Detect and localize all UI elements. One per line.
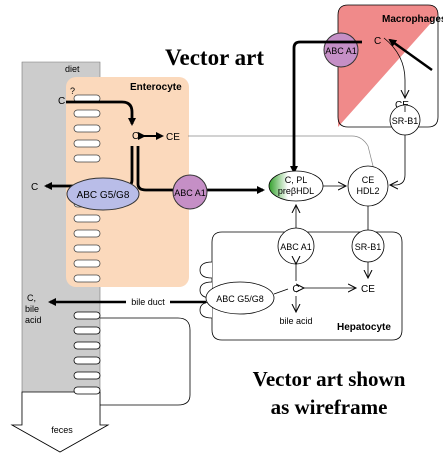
hepatocyte-abc-a1-label: ABC A1 (280, 242, 312, 252)
hepatocyte-abc-g5g8-transporter (205, 281, 275, 315)
pre-hdl-line1: C, PL (285, 175, 308, 185)
heading-wireframe-line1: Vector art shown (253, 367, 406, 391)
macrophage-c-bold-arrow (388, 38, 433, 72)
hdl2-line2: HDL2 (356, 186, 379, 196)
feces-label: feces (51, 425, 73, 435)
intestine-c-top: C (58, 96, 65, 107)
intestine-c-bile: C, (27, 293, 36, 303)
wireframe-villi (73, 311, 101, 395)
macrophage-c-to-ce-arrow (383, 37, 405, 98)
enterocyte-ce: CE (166, 132, 180, 143)
hepatocyte-sr-b1-label: SR-B1 (355, 242, 382, 252)
hepatocyte-ce: CE (361, 284, 375, 295)
ce-to-plasma-line (188, 135, 375, 171)
macrophage-cell (337, 4, 439, 128)
macrophage-title: Macrophages (382, 14, 443, 25)
enterocyte-c: C (132, 131, 139, 142)
enterocyte-villi (73, 94, 101, 283)
enterocyte-abc-a1-transporter (172, 174, 208, 210)
intestine-c-out: C (31, 182, 38, 193)
enterocyte-abc-g5g8-label: ABC G5/G8 (77, 190, 130, 201)
intestine-wireframe-tip (10, 391, 110, 453)
enterocyte-abc-a1-label: ABC A1 (174, 188, 206, 198)
bile-duct-label: bile duct (131, 297, 165, 307)
enterocyte-abc-g5g8-transporter (66, 177, 140, 211)
intestine-bile-label: bile (25, 304, 39, 314)
hepatocyte-title: Hepatocyte (337, 322, 391, 333)
intestine-acid-label: acid (25, 315, 42, 325)
abca1-efflux-arrow (136, 146, 265, 194)
question-mark: ? (70, 86, 75, 96)
wireframe-enterocyte-outline (100, 317, 191, 406)
heading-vector-art: Vector art (165, 45, 264, 70)
hepatocyte-bile-acid: bile acid (279, 316, 312, 326)
pre-hdl-line2: preβHDL (278, 186, 314, 196)
macrophage-sr-b1-label: SR-B1 (392, 116, 419, 126)
heading-wireframe-line2: as wireframe (271, 395, 388, 419)
srb1-to-hdl2-line (390, 135, 406, 185)
macrophage-c: C (374, 36, 381, 47)
diet-label: diet (65, 64, 80, 74)
dietary-uptake-arrow (66, 100, 136, 126)
enterocyte-title: Enterocyte (130, 82, 182, 93)
hepatocyte-c: C (292, 284, 299, 295)
c-to-g5g8-line (273, 288, 289, 295)
hdl2-line1: CE (362, 175, 375, 185)
hepatocyte-abc-g5g8-label: ABC G5/G8 (216, 294, 264, 304)
macrophage-abc-a1-label: ABC A1 (325, 46, 357, 56)
macrophage-abca1-efflux-arrow (290, 40, 362, 174)
hepatocyte-cell-outline (211, 231, 403, 341)
